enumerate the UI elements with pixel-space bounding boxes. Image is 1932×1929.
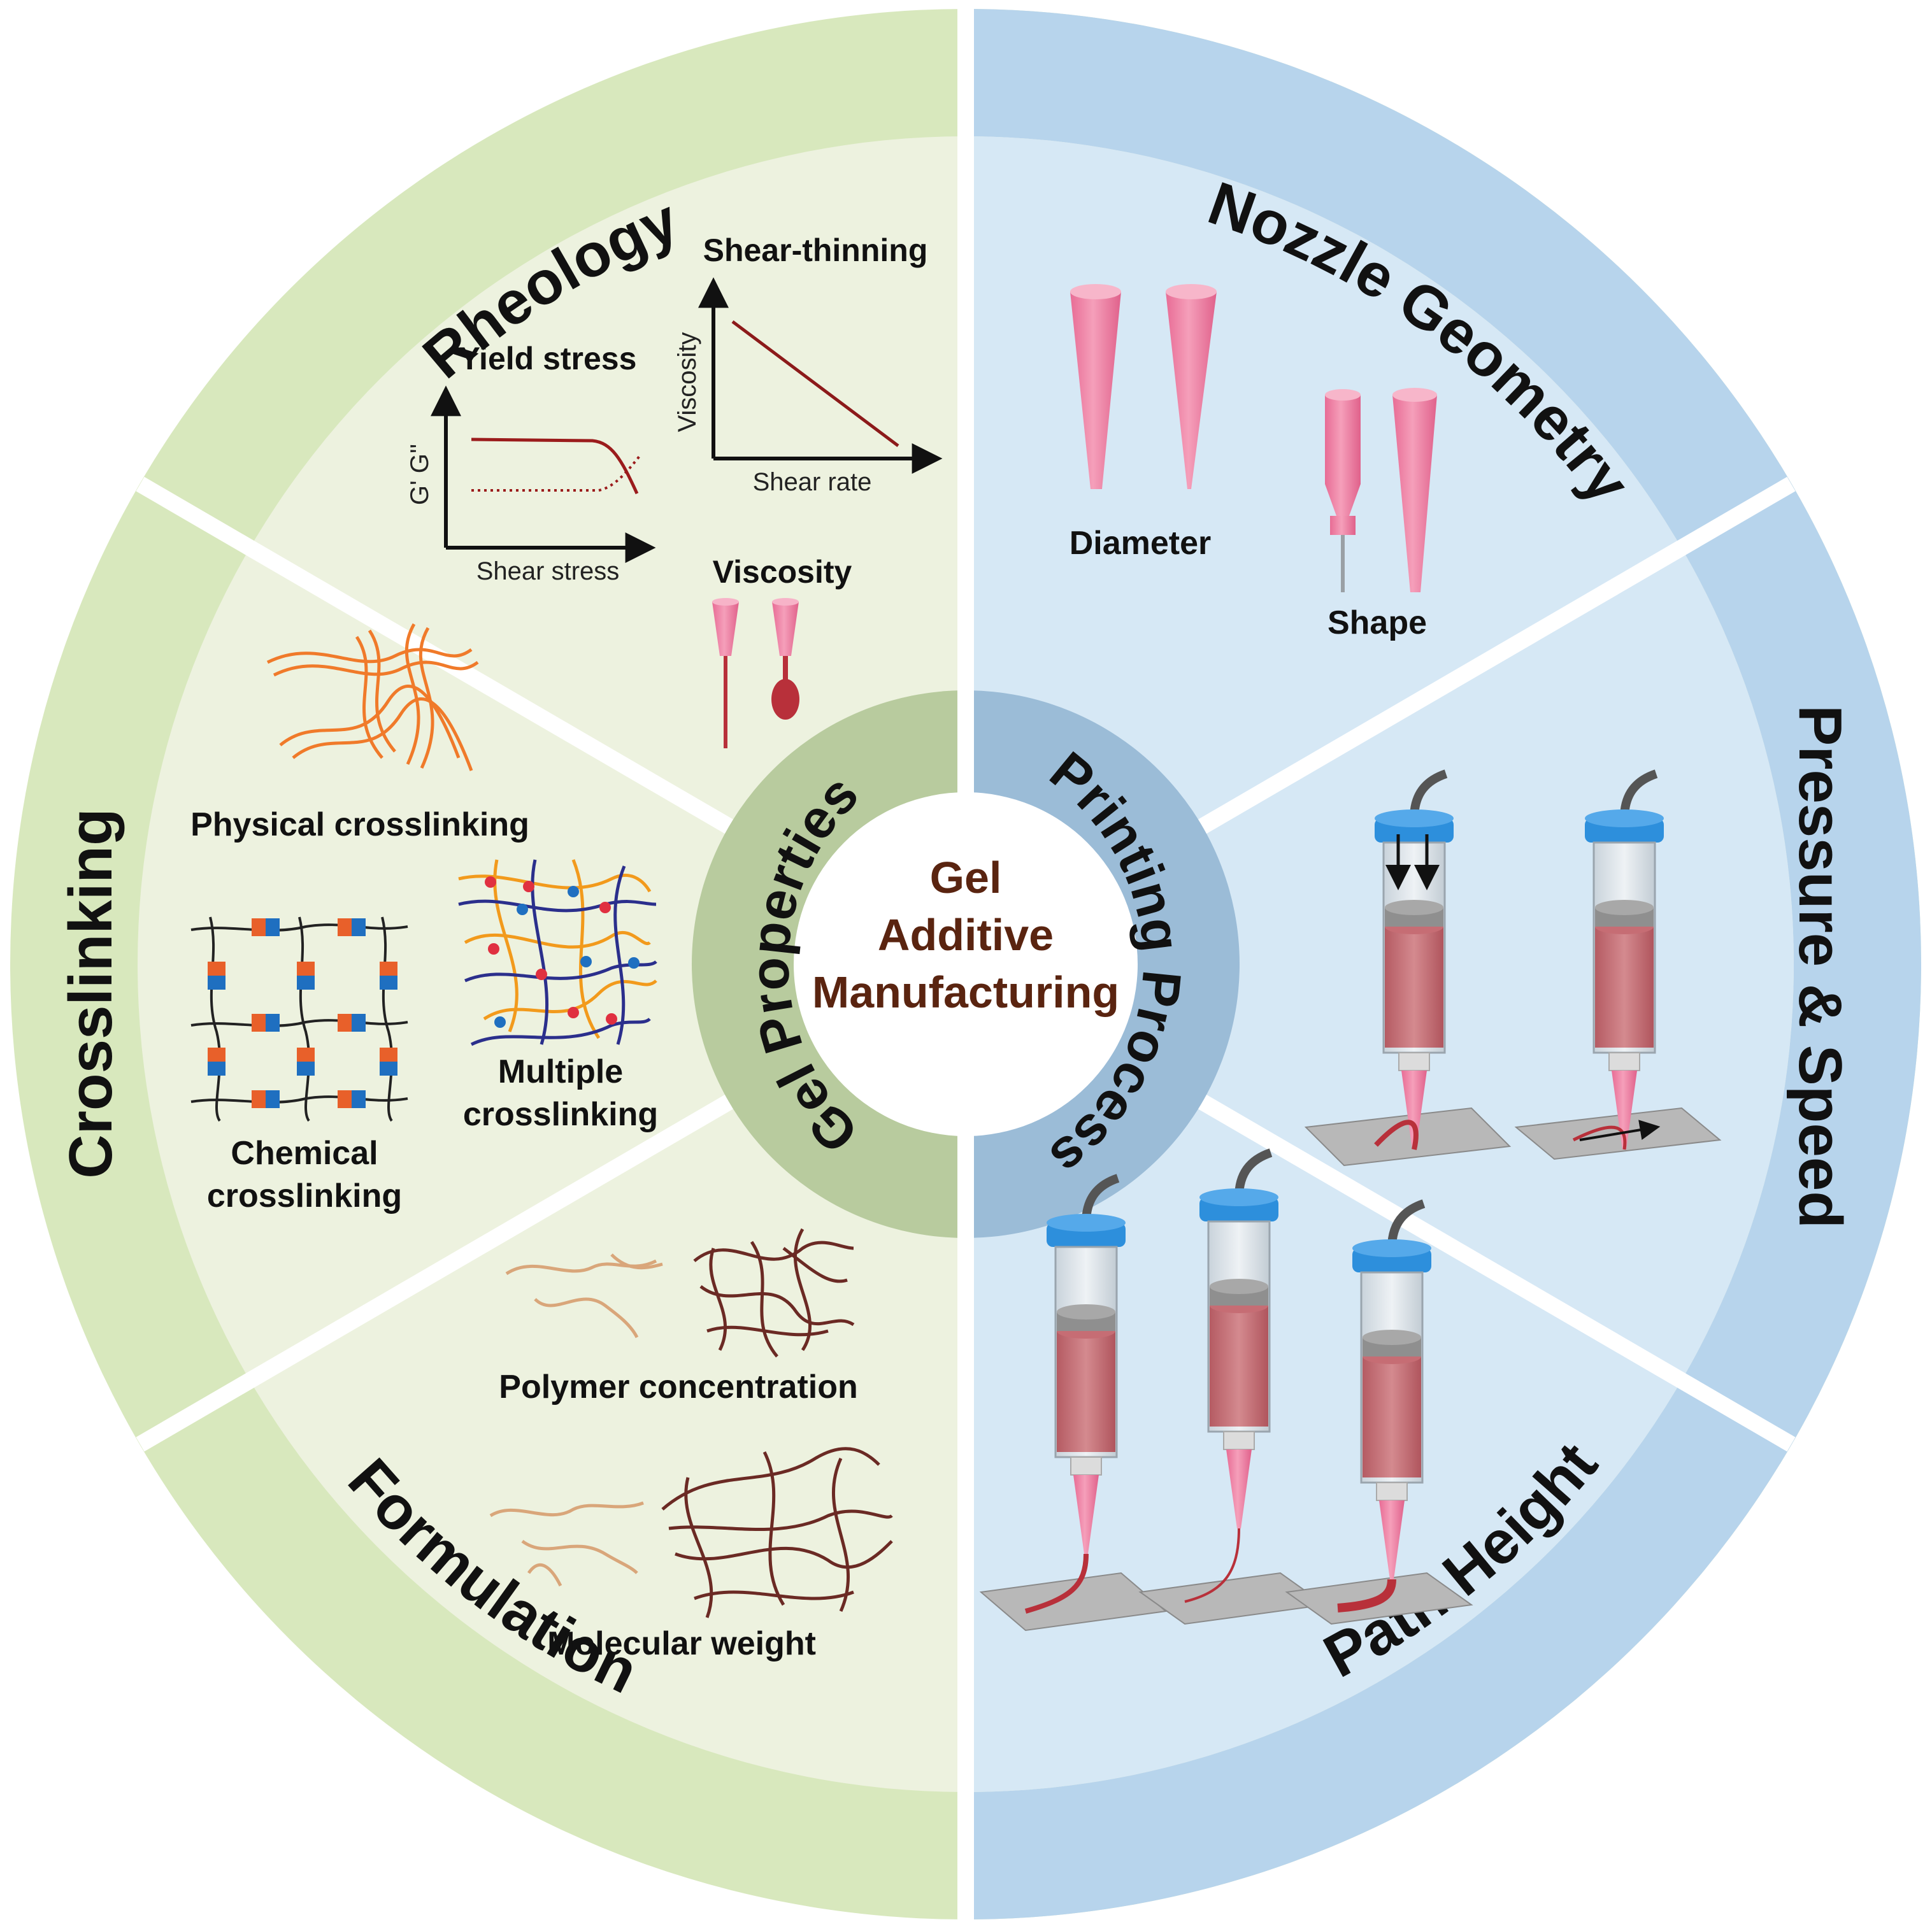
yield-x-label: Shear stress <box>476 557 620 585</box>
center-disc <box>794 792 1138 1136</box>
low-concentration-chains <box>505 1253 663 1339</box>
path-height-panel <box>979 1153 1473 1632</box>
viscosity-nozzle-low <box>712 598 739 748</box>
shear-y-label: Viscosity <box>673 332 701 432</box>
rheology-panel: Yield stress G' G'' Shear stress Shear-t… <box>406 232 943 748</box>
shape-label: Shape <box>1327 604 1427 641</box>
inner-right-half <box>966 136 1794 1792</box>
narrow-nozzle <box>1166 284 1217 489</box>
physical-crosslinking-label: Physical crosslinking <box>190 806 529 843</box>
center-line-3: Manufacturing <box>812 967 1119 1017</box>
shear-thinning-line <box>731 320 899 447</box>
low-mw-chains <box>489 1501 644 1587</box>
multiple-crosslinking-label-1: Multiple <box>498 1053 623 1090</box>
chem-link <box>208 918 397 1108</box>
loss-modulus-curve <box>471 454 641 492</box>
speed-arrow <box>1579 1120 1661 1141</box>
center-line-1: Gel <box>930 853 1002 902</box>
filament-height-3 <box>1337 1579 1396 1612</box>
multiple-crosslinking-label-2: crosslinking <box>463 1096 658 1133</box>
nozzle-geometry-panel: Diameter Shape <box>1070 284 1437 641</box>
substrate-h1 <box>979 1572 1168 1632</box>
yield-stress-title: Yield stress <box>459 341 637 376</box>
outer-ring <box>10 9 1921 1919</box>
storage-modulus-curve <box>471 438 639 495</box>
wide-nozzle <box>1070 284 1121 489</box>
formulation-panel: Polymer concentration Molecular weight <box>489 1228 893 1662</box>
multiple-crosslinking-network <box>458 859 657 1046</box>
inner-ring <box>692 690 1240 1238</box>
shear-thinning-title: Shear-thinning <box>703 232 928 268</box>
shear-x-label: Shear rate <box>753 468 872 496</box>
polymer-concentration-label: Polymer concentration <box>499 1369 857 1406</box>
physical-crosslinking-fibers <box>266 623 479 771</box>
chemical-crosslinking-label-1: Chemical <box>231 1135 378 1172</box>
center-line-2: Additive <box>878 910 1054 960</box>
molecular-weight-label: Molecular weight <box>547 1625 816 1662</box>
pressure-speed-title: Pressure & Speed <box>1786 705 1854 1228</box>
chemical-crosslinking-network <box>190 916 408 1122</box>
viscosity-title: Viscosity <box>713 554 852 590</box>
extruded-filament-2 <box>1572 1125 1627 1150</box>
filament-height-2 <box>1184 1528 1240 1603</box>
pressure-speed-panel <box>1304 774 1722 1167</box>
diameter-label: Diameter <box>1070 525 1212 562</box>
high-mw-chains <box>661 1447 893 1618</box>
chemical-crosslinking-label-2: crosslinking <box>207 1178 402 1214</box>
extruded-filament-1 <box>1374 1120 1419 1150</box>
crosslinking-panel: Physical crosslinking <box>190 623 658 1214</box>
yield-y-label: G' G'' <box>406 444 434 505</box>
high-concentration-chains <box>693 1228 855 1358</box>
viscosity-nozzle-high <box>771 598 799 720</box>
crosslinking-title: Crosslinking <box>57 808 125 1178</box>
blunt-needle-nozzle <box>1325 389 1361 592</box>
filament-height-1 <box>1024 1553 1089 1614</box>
tapered-nozzle <box>1392 388 1437 592</box>
